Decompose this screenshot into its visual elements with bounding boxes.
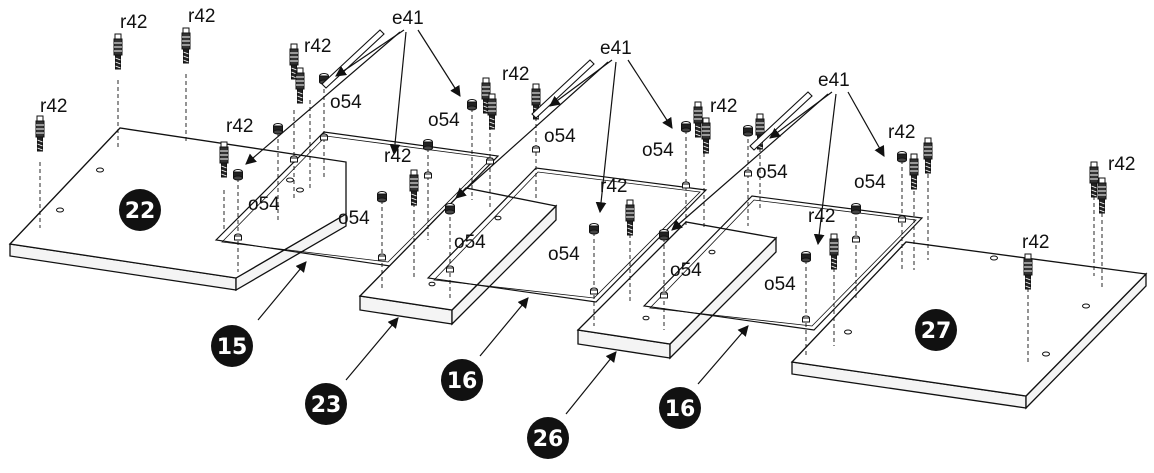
- label-r42: r42: [40, 96, 67, 117]
- glass-panel-16-b: [642, 195, 924, 331]
- label-r42: r42: [808, 206, 835, 227]
- part-badge-22: 22: [119, 189, 161, 231]
- label-r42: r42: [888, 122, 915, 143]
- label-r42: r42: [710, 96, 737, 117]
- label-r42: r42: [600, 176, 627, 197]
- label-e41: e41: [818, 70, 850, 91]
- leader-lines: [245, 29, 885, 415]
- label-o54: o54: [642, 140, 674, 161]
- label-o54: o54: [756, 162, 788, 183]
- part-number: 15: [217, 335, 248, 360]
- part-badge-15: 15: [211, 325, 253, 367]
- part-badge-23: 23: [305, 383, 347, 425]
- label-o54: o54: [670, 260, 702, 281]
- part-number: 23: [311, 393, 342, 418]
- label-o54: o54: [248, 194, 280, 215]
- label-r42: r42: [1108, 154, 1135, 175]
- label-o54: o54: [454, 232, 486, 253]
- part-badge-27: 27: [915, 309, 957, 351]
- screw-labels: r42 r42 r42 r42 r42 r42 r42 r42 r42 r42 …: [40, 6, 1135, 253]
- label-o54: o54: [544, 126, 576, 147]
- panel-22: [8, 127, 347, 292]
- tool-labels: e41 e41 e41: [392, 8, 850, 91]
- part-number: 16: [665, 397, 696, 422]
- part-badge-26: 26: [527, 417, 569, 459]
- glass-panel-16-a: [426, 167, 708, 303]
- part-number: 16: [447, 369, 478, 394]
- part-number: 22: [125, 199, 156, 224]
- label-r42: r42: [226, 116, 253, 137]
- label-r42: r42: [384, 146, 411, 167]
- label-r42: r42: [502, 64, 529, 85]
- label-o54: o54: [548, 244, 580, 265]
- label-e41: e41: [600, 38, 632, 59]
- part-badge-16-b: 16: [659, 387, 701, 429]
- part-badge-16-a: 16: [441, 359, 483, 401]
- cam-labels: o54 o54 o54 o54 o54 o54 o54 o54 o54 o54 …: [248, 92, 886, 295]
- panel-23: [358, 187, 558, 326]
- panel-27: [790, 241, 1148, 410]
- label-r42: r42: [120, 12, 147, 33]
- label-o54: o54: [330, 92, 362, 113]
- panel-26: [576, 221, 778, 360]
- label-r42: r42: [188, 6, 215, 27]
- label-o54: o54: [338, 208, 370, 229]
- label-o54: o54: [764, 274, 796, 295]
- label-r42: r42: [1022, 232, 1049, 253]
- part-number: 26: [533, 427, 564, 452]
- label-o54: o54: [428, 110, 460, 131]
- label-e41: e41: [392, 8, 424, 29]
- label-r42: r42: [304, 36, 331, 57]
- label-o54: o54: [854, 172, 886, 193]
- part-number: 27: [921, 319, 952, 344]
